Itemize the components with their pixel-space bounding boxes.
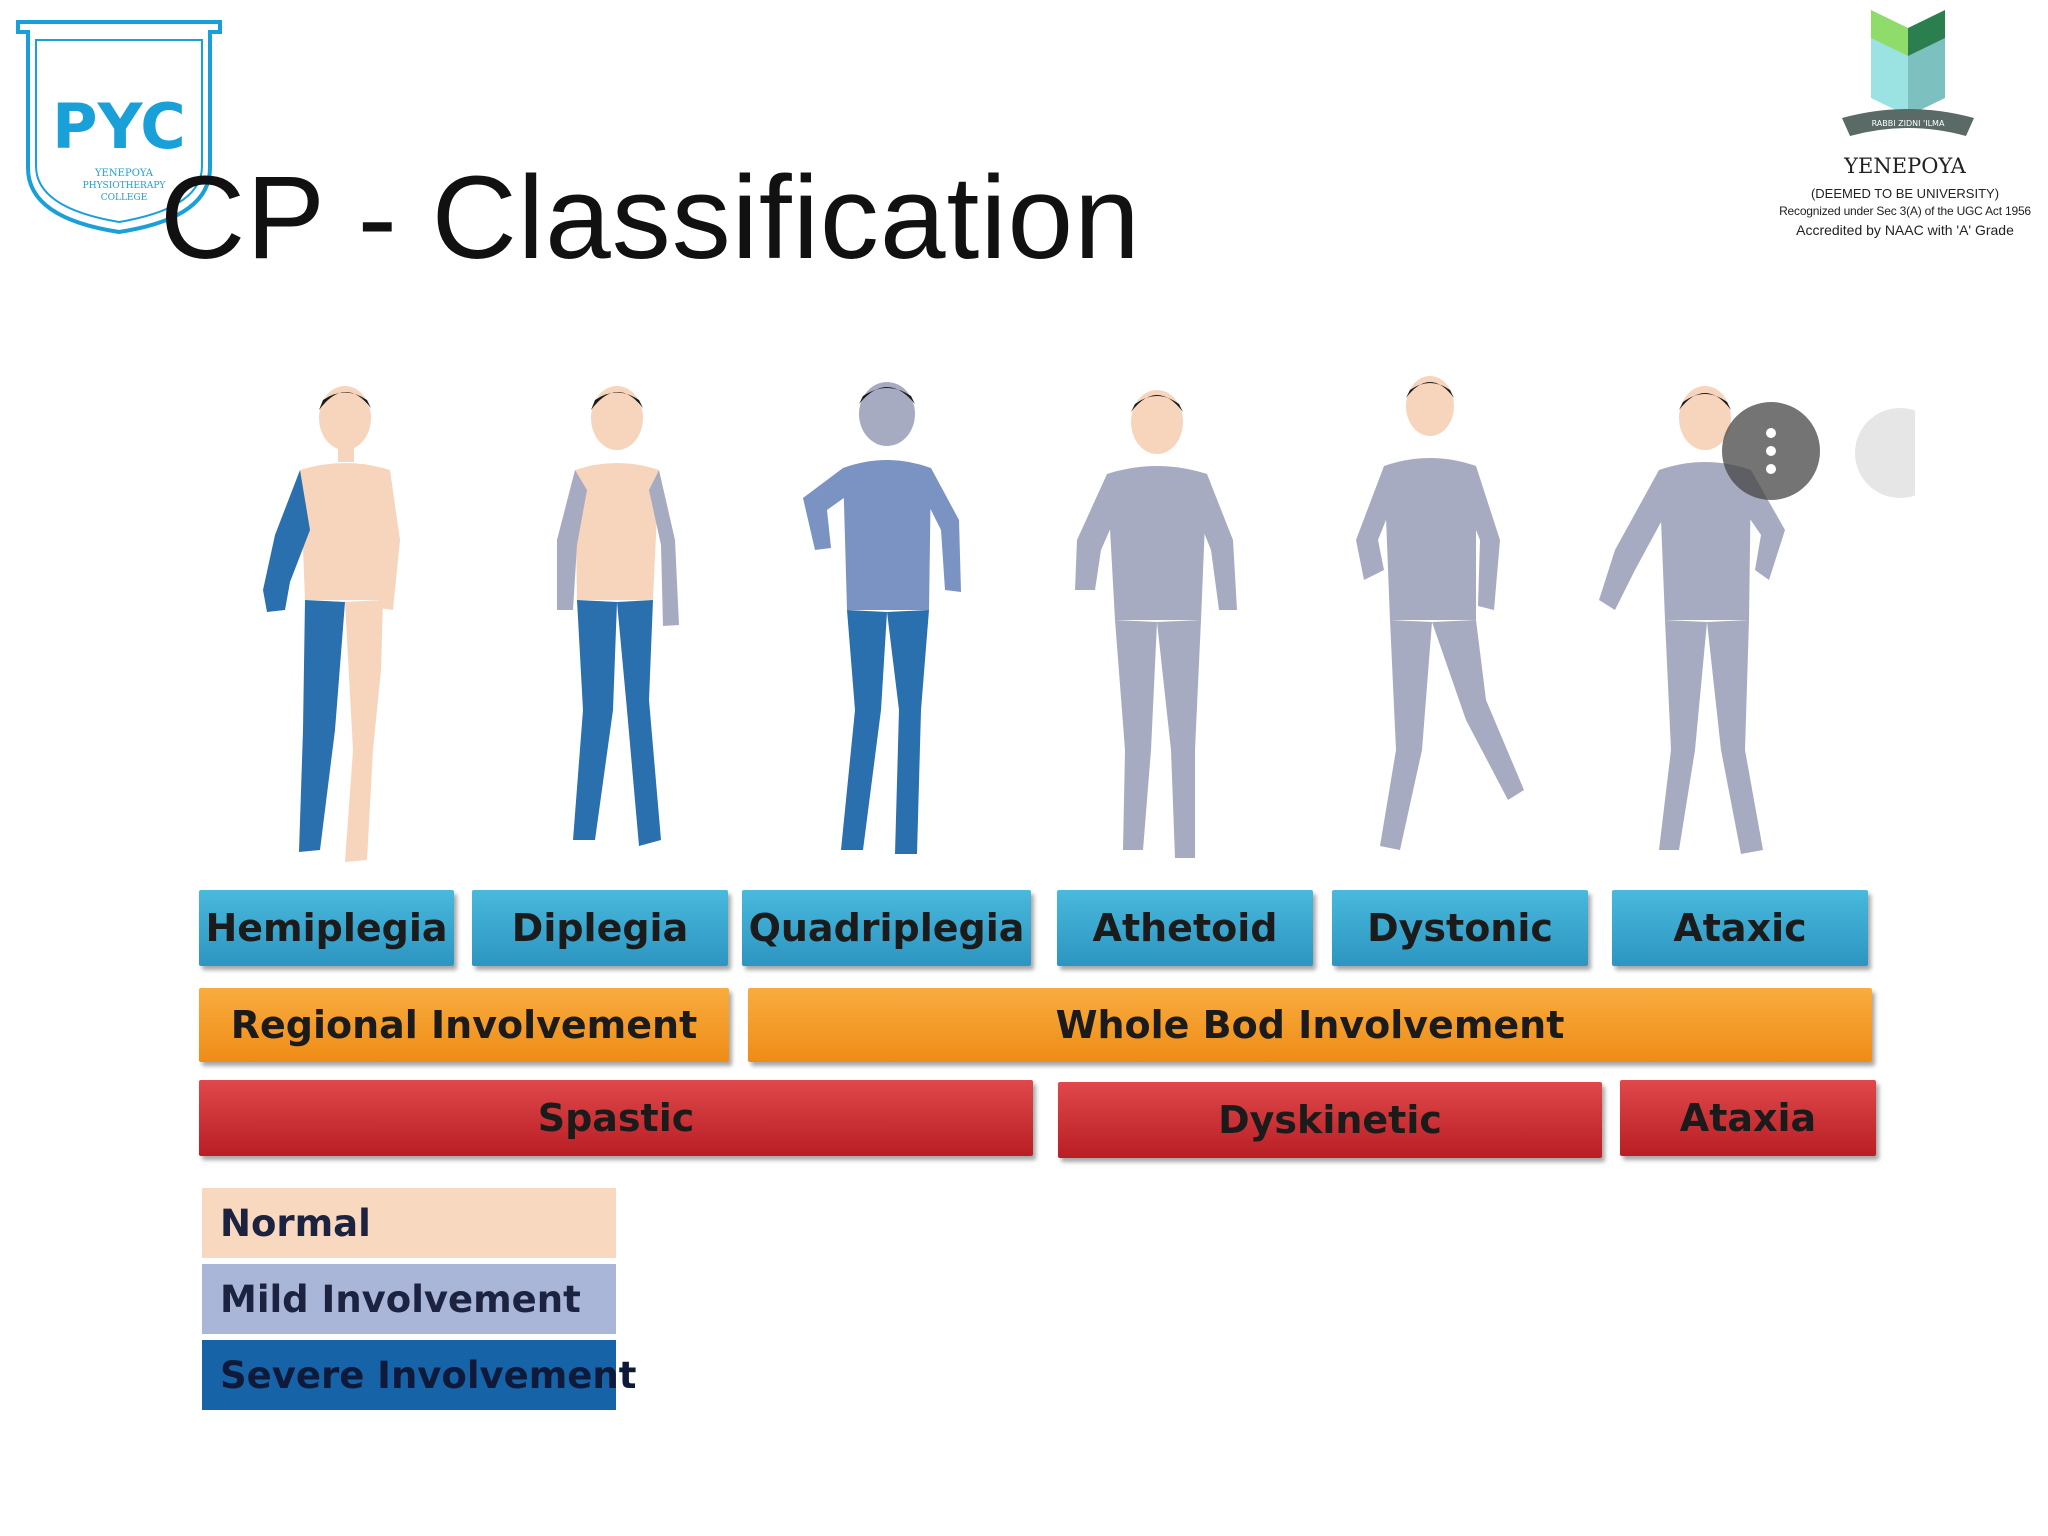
- type-hemiplegia: Hemiplegia: [199, 890, 454, 966]
- type-dystonic: Dystonic: [1332, 890, 1588, 966]
- logo-monogram: PYC: [52, 90, 186, 163]
- next-control[interactable]: [1855, 408, 1915, 498]
- figure-quadriplegia: [803, 382, 961, 854]
- type-quadriplegia: Quadriplegia: [742, 890, 1031, 966]
- type-athetoid: Athetoid: [1057, 890, 1313, 966]
- legend-normal: Normal: [202, 1188, 616, 1258]
- legend-mild: Mild Involvement: [202, 1264, 616, 1334]
- category-spastic: Spastic: [199, 1080, 1033, 1156]
- slide-title: CP - Classification: [160, 152, 1141, 284]
- type-ataxic: Ataxic: [1612, 890, 1868, 966]
- university-emblem: RABBI ZIDNI 'ILMA: [1842, 10, 1974, 136]
- figure-ataxic: [1599, 386, 1785, 854]
- regional-involvement: Regional Involvement: [199, 988, 729, 1062]
- legend-severe: Severe Involvement: [202, 1340, 636, 1410]
- university-line3: Accredited by NAAC with 'A' Grade: [1796, 222, 2014, 238]
- figure-dystonic: [1356, 376, 1524, 850]
- college-logo: PYC YENEPOYA PHYSIOTHERAPY COLLEGE: [16, 20, 222, 235]
- university-motto: RABBI ZIDNI 'ILMA: [1872, 119, 1945, 128]
- university-name: YENEPOYA: [1844, 154, 1966, 178]
- university-logo: RABBI ZIDNI 'ILMA YENEPOYA (DEEMED TO BE…: [1760, 8, 2048, 248]
- whole-body-involvement: Whole Bod Involvement: [748, 988, 1872, 1062]
- svg-text:PHYSIOTHERAPY: PHYSIOTHERAPY: [83, 181, 167, 191]
- type-diplegia: Diplegia: [472, 890, 728, 966]
- university-line1: (DEEMED TO BE UNIVERSITY): [1810, 186, 2000, 201]
- svg-text:COLLEGE: COLLEGE: [101, 193, 148, 203]
- category-dyskinetic: Dyskinetic: [1058, 1082, 1602, 1158]
- university-line2: Recognized under Sec 3(A) of the UGC Act…: [1779, 204, 2031, 218]
- figure-athetoid: [1075, 390, 1237, 858]
- body-figures: [263, 376, 1785, 862]
- category-ataxia: Ataxia: [1620, 1080, 1876, 1156]
- svg-text:YENEPOYA: YENEPOYA: [94, 168, 154, 179]
- figure-diplegia: [557, 386, 679, 846]
- figure-hemiplegia: [263, 386, 400, 862]
- more-options-button[interactable]: [1722, 402, 1820, 500]
